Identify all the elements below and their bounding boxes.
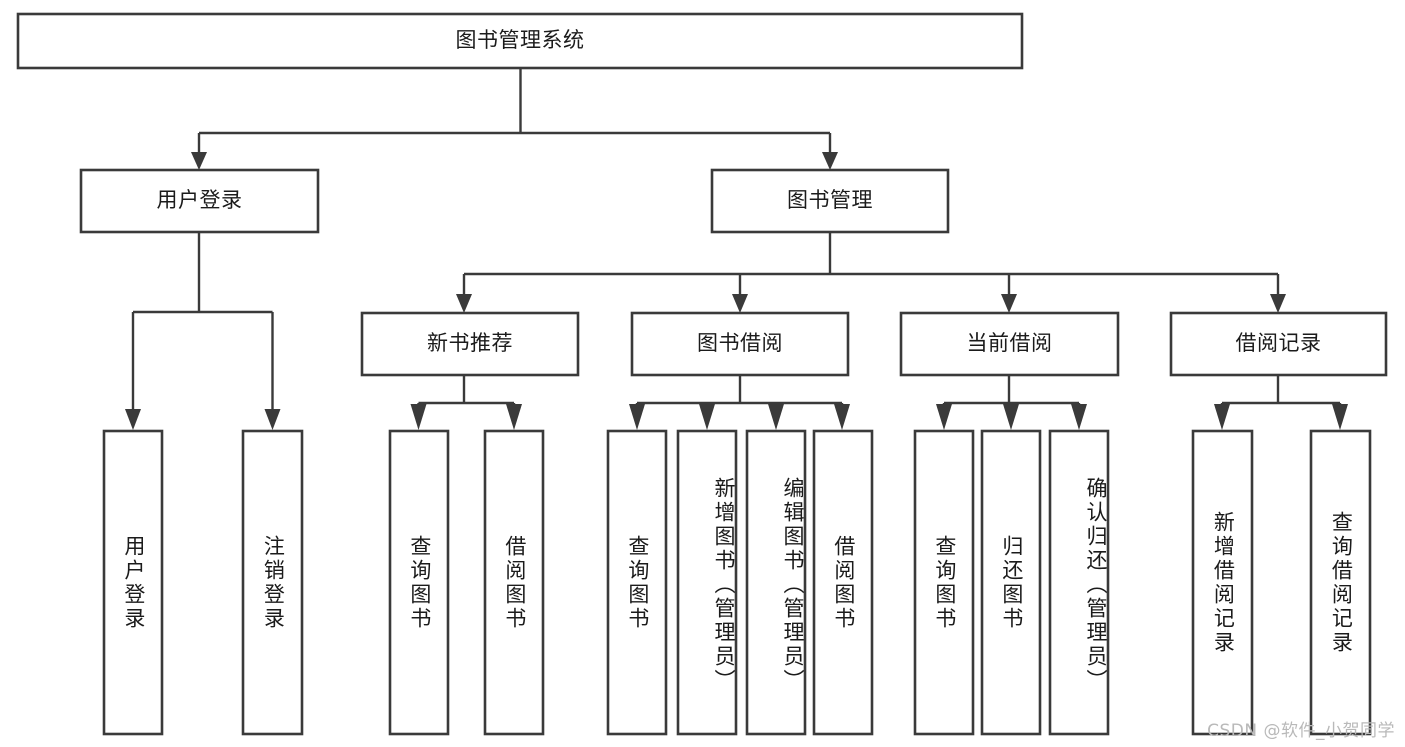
arrow-icon-to-leaf-query-book-3 bbox=[936, 404, 952, 430]
arrow-icon-to-leaf-query-book-2 bbox=[629, 404, 645, 430]
node-box-borrow-record[interactable] bbox=[1169, 311, 1388, 377]
arrowheads-layer bbox=[125, 152, 1348, 430]
arrow-icon-to-book-manage bbox=[822, 152, 838, 170]
boxes-layer bbox=[16, 12, 1388, 736]
node-box-leaf-edit-book[interactable] bbox=[745, 429, 807, 736]
node-box-leaf-add-book[interactable] bbox=[676, 429, 738, 736]
node-box-leaf-confirm-return[interactable] bbox=[1048, 429, 1110, 736]
node-box-leaf-query-book-1[interactable] bbox=[388, 429, 450, 736]
arrow-icon-to-user-login bbox=[191, 152, 207, 170]
arrow-icon-to-leaf-borrow-book-1 bbox=[506, 404, 522, 430]
node-box-leaf-query-record[interactable] bbox=[1309, 429, 1372, 736]
arrow-icon-to-leaf-add-book bbox=[699, 404, 715, 430]
arrow-icon-to-current-borrow bbox=[1001, 294, 1017, 313]
arrow-icon-to-borrow-record bbox=[1270, 294, 1286, 313]
node-box-leaf-query-book-3[interactable] bbox=[913, 429, 975, 736]
arrow-icon-to-leaf-borrow-book-2 bbox=[834, 404, 850, 430]
watermark-text: CSDN @软件_小贺同学 bbox=[1207, 721, 1395, 741]
node-box-leaf-add-record[interactable] bbox=[1191, 429, 1254, 736]
node-box-leaf-return-book[interactable] bbox=[980, 429, 1042, 736]
arrow-icon-to-book-borrow bbox=[732, 294, 748, 313]
node-box-book-borrow[interactable] bbox=[630, 311, 850, 377]
arrow-icon-to-leaf-edit-book bbox=[768, 404, 784, 430]
node-box-book-manage[interactable] bbox=[710, 168, 950, 234]
arrow-icon-to-leaf-add-record bbox=[1214, 404, 1230, 430]
node-box-leaf-user-logout[interactable] bbox=[241, 429, 304, 736]
node-box-root[interactable] bbox=[16, 12, 1024, 70]
arrow-icon-to-leaf-confirm-return bbox=[1071, 404, 1087, 430]
arrow-icon-to-leaf-user-login bbox=[125, 409, 141, 430]
node-box-leaf-query-book-2[interactable] bbox=[606, 429, 668, 736]
arrow-icon-to-leaf-query-book-1 bbox=[410, 404, 427, 430]
node-box-leaf-borrow-book-2[interactable] bbox=[812, 429, 874, 736]
node-box-current-borrow[interactable] bbox=[899, 311, 1120, 377]
arrow-icon-to-leaf-query-record bbox=[1332, 404, 1348, 430]
arrow-icon-to-new-book-recommend bbox=[456, 294, 472, 313]
node-box-user-login[interactable] bbox=[79, 168, 320, 234]
node-box-leaf-user-login[interactable] bbox=[102, 429, 164, 736]
node-box-new-book-recommend[interactable] bbox=[360, 311, 580, 377]
arrow-icon-to-leaf-user-logout bbox=[264, 409, 281, 430]
arrow-icon-to-leaf-return-book bbox=[1003, 404, 1019, 430]
node-box-leaf-borrow-book-1[interactable] bbox=[483, 429, 545, 736]
